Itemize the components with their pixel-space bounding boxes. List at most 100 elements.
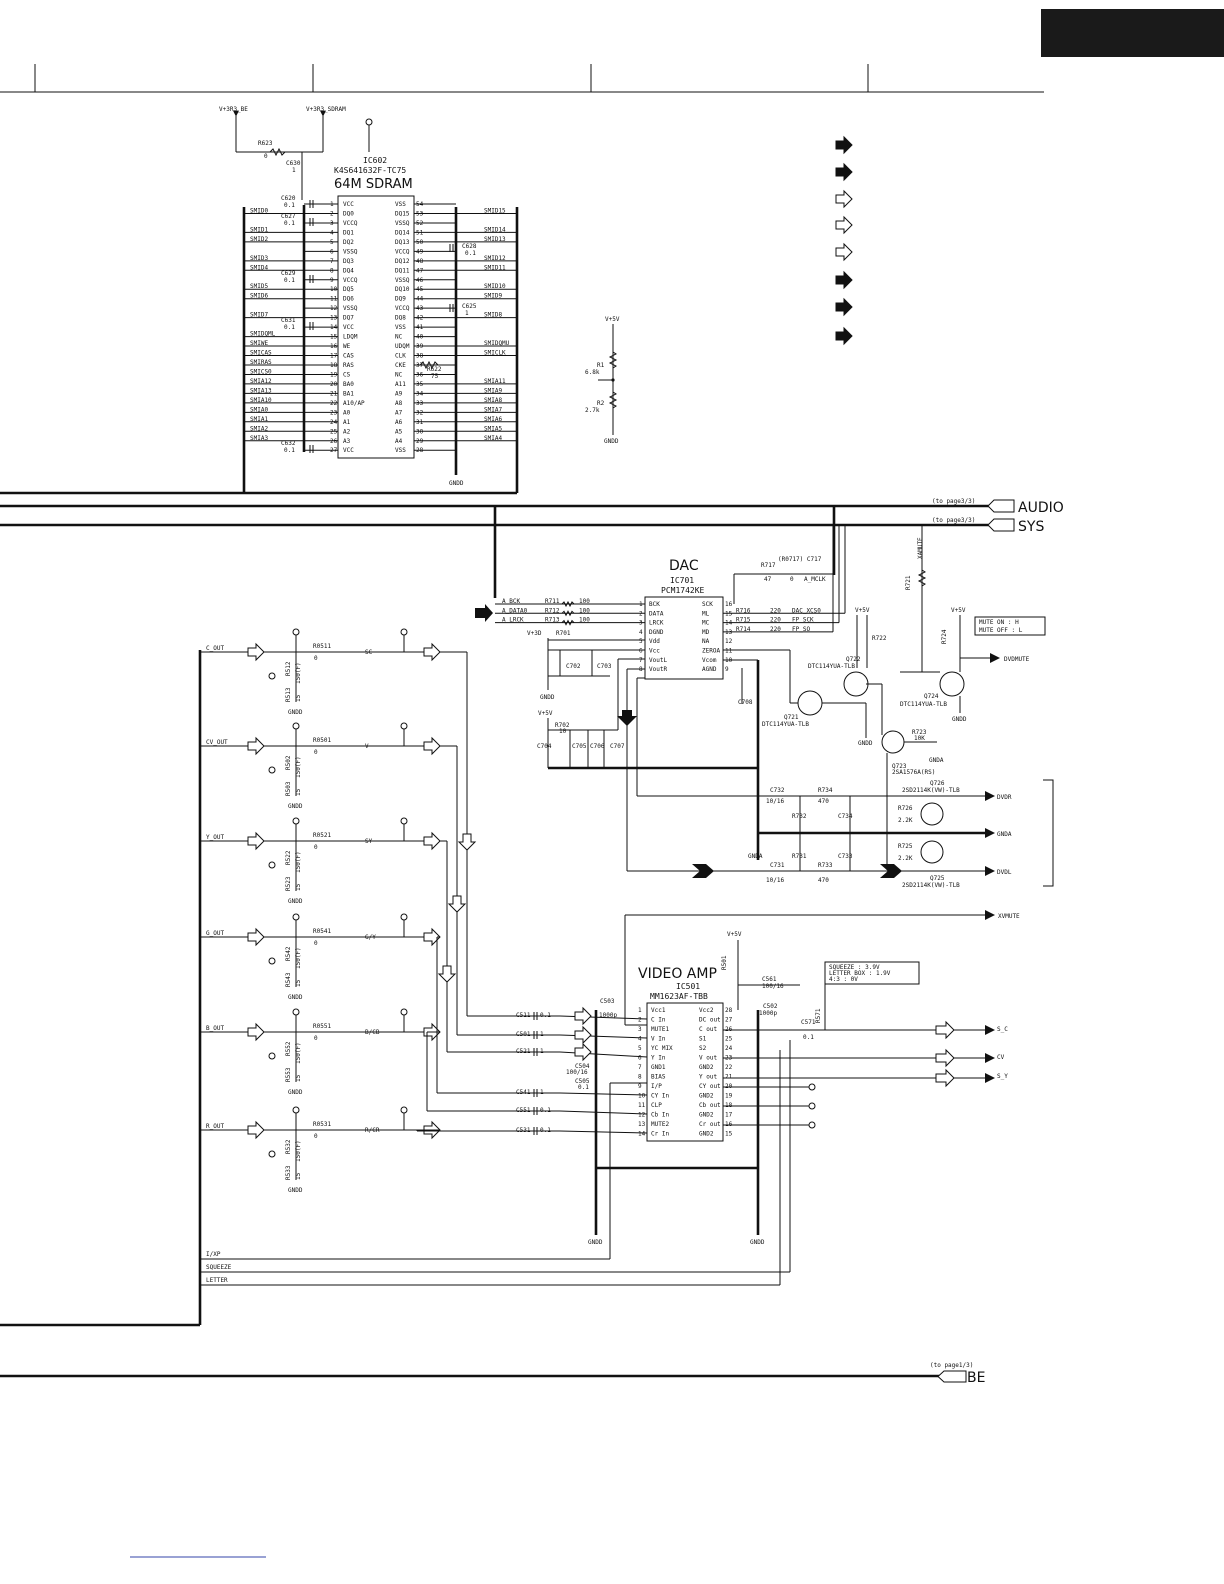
ctrl-ixp: I/XP	[206, 1251, 221, 1258]
va-pin-name: GND1	[651, 1064, 666, 1071]
dac-output-net: FP_SCK	[792, 617, 814, 624]
c717-ref: (R0717) C717	[778, 556, 822, 563]
video-in-arrow	[247, 642, 265, 662]
sdram-pin-name: CLK	[395, 353, 406, 360]
q721-ref: Q721	[784, 714, 799, 721]
q723-ref: Q723	[892, 763, 907, 770]
dac-ref: IC701	[670, 576, 694, 585]
sdram-pin-name: VSSQ	[343, 248, 358, 255]
q722-ref: Q722	[846, 656, 861, 663]
q722	[843, 671, 869, 697]
video-in-arrow	[247, 1120, 265, 1140]
video-out-arrow	[423, 927, 441, 947]
q723-gnda: GNDA	[929, 757, 944, 764]
r723-value: 10K	[914, 735, 925, 742]
video-test-point	[292, 913, 300, 921]
sdram-net-label: SMID6	[250, 293, 268, 300]
sdram-pin-name: VCC	[343, 324, 354, 331]
va-in-arrow	[574, 1025, 592, 1045]
sdram-pin-name: DQ14	[395, 229, 410, 236]
video-shunt2-value: 15	[295, 883, 302, 891]
sdram-net-label: SMIA4	[484, 435, 502, 442]
video-gnd: GNDD	[288, 994, 303, 1001]
r571-label: R571	[815, 1008, 822, 1023]
mute-supply: V+5V	[855, 607, 870, 614]
video-shunt2-value: 15	[295, 1074, 302, 1082]
sdram-chip	[337, 195, 415, 459]
video-shunt-value: 150(F)	[295, 851, 302, 873]
va-pin-name: MUTE2	[651, 1121, 669, 1128]
r733-ref: R733	[818, 862, 833, 869]
r701-ref: R701	[556, 630, 571, 637]
r717-value: 47	[764, 576, 772, 583]
video-shunt2-ref: R553	[285, 1067, 292, 1082]
dac-pin-name: MC	[702, 620, 710, 627]
r623-value: 0	[264, 153, 268, 160]
ctrl-letter: LETTER	[206, 1277, 228, 1284]
dac-input-arrow	[475, 604, 493, 622]
sdram-net-label: SMICS0	[250, 368, 272, 375]
dac-title: DAC	[669, 558, 699, 574]
dac-pin-name: DGND	[649, 629, 664, 636]
legend-arrow-filled	[835, 297, 853, 317]
q726-ref: Q726	[930, 780, 945, 787]
sdram-pin-name: DQ4	[343, 267, 354, 274]
video-shunt-ref: R522	[285, 850, 292, 865]
sdram-net-label: SMIA9	[484, 387, 502, 394]
va-pin-name: GND2	[699, 1093, 714, 1100]
dac-supply-3v3: V+3D	[527, 630, 542, 637]
sdram-net-label: SMID8	[484, 312, 502, 319]
mclk-net: A_MCLK	[804, 576, 826, 583]
r721-label: R721	[905, 575, 912, 590]
sdram-pin-name: DQ12	[395, 258, 410, 265]
va-gnd-left: GNDD	[588, 1239, 603, 1246]
c502-value: 1000p	[759, 1010, 777, 1017]
dac-output-value: 220	[770, 617, 781, 624]
sdram-net-label: SMIA1	[250, 416, 268, 423]
r725-ref: R725	[898, 843, 913, 850]
sdram-pin-name: DQ9	[395, 296, 406, 303]
sdram-net-label: SMID2	[250, 236, 268, 243]
sdram-net-label: SMID1	[250, 226, 268, 233]
video-test-point	[268, 766, 276, 774]
sdram-pin-name: A7	[395, 409, 403, 416]
legend-arrow-outline	[835, 215, 853, 235]
sdram-pin-name: VSS	[395, 324, 406, 331]
dac-pin-number: 4	[639, 629, 643, 636]
va-pin-name: Cb out	[699, 1102, 721, 1109]
va-pin-name: DC out	[699, 1017, 721, 1024]
bus-lines	[0, 504, 994, 1378]
sdram-cap-ref: C625	[462, 303, 477, 310]
va-pin-number: 19	[725, 1093, 733, 1100]
sdram-net-label: SMID10	[484, 283, 506, 290]
sdram-net-label: SMIA0	[250, 406, 268, 413]
sdram-net-label: SMIA6	[484, 416, 502, 423]
sdram-pin-name: BA1	[343, 390, 354, 397]
video-gnd: GNDD	[288, 803, 303, 810]
c630-value: 1	[292, 167, 296, 174]
va-pin-number: 5	[638, 1045, 642, 1052]
c503-ref: C503	[600, 998, 615, 1005]
video-in-net: C_OUT	[206, 645, 224, 652]
sdram-pin-name: DQ11	[395, 267, 410, 274]
sdram-pin-name: DQ1	[343, 229, 354, 236]
c734-label: C734	[838, 813, 853, 820]
video-amp-supply: V+5V	[727, 931, 742, 938]
video-gnd: GNDD	[288, 898, 303, 905]
video-series-value: 0	[314, 655, 318, 662]
va-out-arrowhead	[985, 1025, 995, 1035]
video-test-point	[292, 1106, 300, 1114]
sdram-net-label: SMID12	[484, 255, 506, 262]
video-in-net: Y_OUT	[206, 834, 224, 841]
r2-value: 2.7k	[585, 407, 600, 414]
video-shunt-ref: R542	[285, 946, 292, 961]
sdram-cap-ref: C631	[281, 317, 296, 324]
video-in-net: G_OUT	[206, 930, 224, 937]
video-sig-label: B/CB	[365, 1029, 380, 1036]
gnda-out-label: GNDA	[997, 831, 1012, 838]
sdram-cap-value: 0.1	[284, 220, 295, 227]
r723-ref: R723	[912, 729, 927, 736]
va-in-arrow	[574, 1042, 592, 1062]
va-pin-name: C In	[651, 1017, 666, 1024]
